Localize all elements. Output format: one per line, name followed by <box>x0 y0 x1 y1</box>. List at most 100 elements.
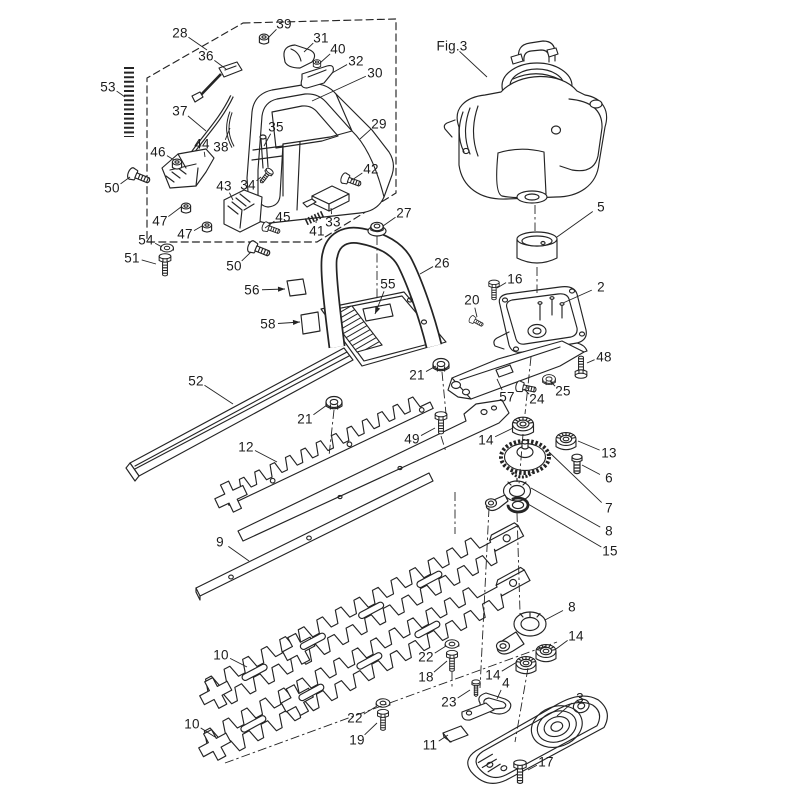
leader-line <box>267 28 277 39</box>
leader-line <box>187 115 207 132</box>
part-46-bushing <box>171 158 183 170</box>
leader-line <box>229 657 248 668</box>
leader-line <box>586 359 595 364</box>
part-38-tube <box>226 111 235 148</box>
part-4-gasket <box>461 692 512 721</box>
leader-line <box>474 307 478 318</box>
leader-line <box>154 242 163 248</box>
leader-line <box>254 450 278 463</box>
leader-line <box>496 689 502 700</box>
leader-arrowhead <box>277 286 285 292</box>
part-24-bolt <box>514 379 538 396</box>
leader-line <box>581 464 601 475</box>
part-33-damper <box>302 185 350 212</box>
part-16-bolt <box>488 279 500 301</box>
leader-line <box>330 207 333 215</box>
leader-line <box>501 661 518 672</box>
centerlines <box>224 205 558 764</box>
part-20-fitting <box>467 314 486 329</box>
leader-line <box>549 380 556 387</box>
part-43-mount <box>223 189 263 233</box>
drive-bar <box>237 399 510 542</box>
leader-line <box>425 365 437 372</box>
leader-line <box>166 155 175 161</box>
leader-line <box>193 225 203 231</box>
leader-line <box>311 75 367 102</box>
leader-line <box>548 451 603 503</box>
leader-line <box>496 282 507 289</box>
leader-line <box>496 378 503 391</box>
part-36-switch-wire <box>191 61 243 103</box>
part-15-washer <box>506 496 530 514</box>
leader-line <box>224 127 231 140</box>
part-7-gear <box>499 439 551 479</box>
leader-line <box>359 128 372 140</box>
leader-line <box>527 503 602 548</box>
part-57-support-arm <box>447 340 585 400</box>
leader-line <box>241 251 252 262</box>
part-5-drum <box>516 231 558 264</box>
part-14-bearing-right <box>535 643 557 663</box>
part-47-bushing-b <box>201 221 213 233</box>
part-35-rod <box>259 134 269 169</box>
part-23-screw <box>471 679 481 697</box>
part-27-flange-nut <box>367 221 387 237</box>
leader-line <box>203 151 206 158</box>
leader-line <box>263 133 272 147</box>
leader-line <box>331 64 348 74</box>
part-47-bushing-a <box>180 202 192 214</box>
part-3-bottom-cover <box>467 695 608 784</box>
leader-line <box>438 734 449 742</box>
part-10-blade-lower <box>198 566 531 761</box>
part-21-nut-b <box>325 395 343 410</box>
part-54-washer <box>160 243 174 253</box>
part-13-bearing <box>555 431 577 451</box>
part-44-bracket <box>161 148 215 189</box>
leader-line <box>364 722 378 736</box>
leader-line <box>577 440 600 451</box>
part-18-bolt <box>445 649 459 672</box>
leader-line <box>256 176 262 182</box>
part-31-trigger <box>283 44 316 69</box>
leader-line <box>141 259 157 265</box>
leader-line <box>433 660 448 673</box>
part-21-nut-a <box>432 357 450 372</box>
part-8-link-upper <box>484 477 532 512</box>
leader-line <box>527 764 538 771</box>
leader-line <box>120 176 131 185</box>
part-14-bearing-top <box>511 416 535 436</box>
leader-line <box>530 487 601 528</box>
leader-line <box>363 705 378 715</box>
part-6-stud <box>571 453 583 475</box>
part-51-bolt <box>158 253 172 277</box>
leader-line <box>319 53 331 64</box>
part-12-blade-single <box>214 396 434 513</box>
leader-line <box>229 192 234 201</box>
leader-line <box>116 90 126 98</box>
part-19-bolt <box>376 708 390 731</box>
leader-line <box>523 388 530 395</box>
part-55-slot <box>362 303 394 322</box>
leader-line <box>459 50 488 78</box>
part-11-plate <box>442 725 469 743</box>
part-40-pin <box>312 59 322 69</box>
leader-line <box>556 702 573 717</box>
leader-line <box>419 266 434 275</box>
leader-line <box>351 172 363 181</box>
leader-arrowhead <box>375 306 381 314</box>
part-32-lever <box>300 65 334 89</box>
part-50-bolt-lower <box>245 239 273 260</box>
part-56-pad <box>286 278 307 297</box>
leader-line <box>562 289 592 304</box>
part-25-nut <box>542 374 556 386</box>
leader-line <box>494 427 514 438</box>
part-39-grommet <box>258 33 270 45</box>
leader-line <box>544 610 564 621</box>
part-2-gear-case <box>493 286 588 356</box>
dashed-boundary-box <box>146 18 397 243</box>
leader-line <box>382 216 396 227</box>
part-58-pad <box>300 311 321 335</box>
leader-line <box>303 42 314 53</box>
leader-line <box>188 36 208 51</box>
